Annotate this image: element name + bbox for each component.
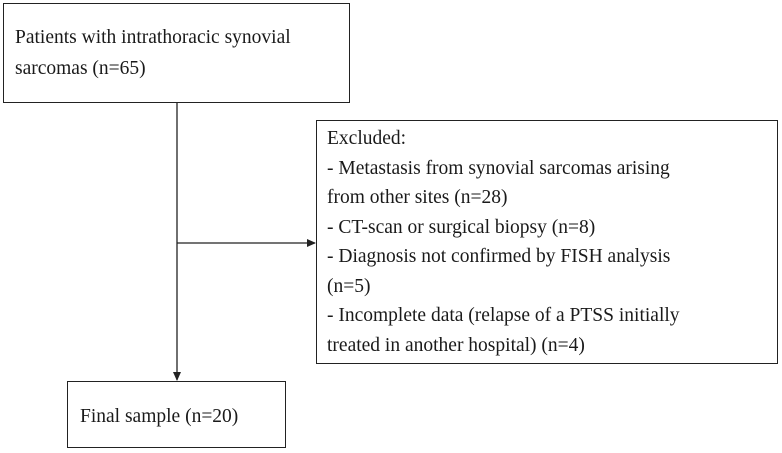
excluded-line-4: - Diagnosis not confirmed by FISH analys… [327, 246, 671, 267]
patients-line-1: Patients with intrathoracic synovial [15, 27, 291, 48]
patients-box: Patients with intrathoracic synovial sar… [3, 3, 350, 103]
excluded-line-3: - CT-scan or surgical biopsy (n=8) [327, 216, 596, 238]
excluded-box: Excluded: - Metastasis from synovial sar… [316, 120, 778, 364]
excluded-line-7: treated in another hospital) (n=4) [327, 334, 585, 356]
excluded-line-2: from other sites (n=28) [327, 187, 508, 208]
final-sample-label: Final sample (n=20) [80, 406, 239, 427]
excluded-line-5: (n=5) [327, 275, 371, 297]
excluded-line-1: - Metastasis from synovial sarcomas aris… [327, 157, 670, 179]
excluded-heading: Excluded: [327, 128, 407, 149]
excluded-line-6: - Incomplete data (relapse of a PTSS ini… [327, 305, 680, 326]
patients-line-2: sarcomas (n=65) [15, 58, 146, 79]
final-sample-box: Final sample (n=20) [67, 381, 286, 448]
